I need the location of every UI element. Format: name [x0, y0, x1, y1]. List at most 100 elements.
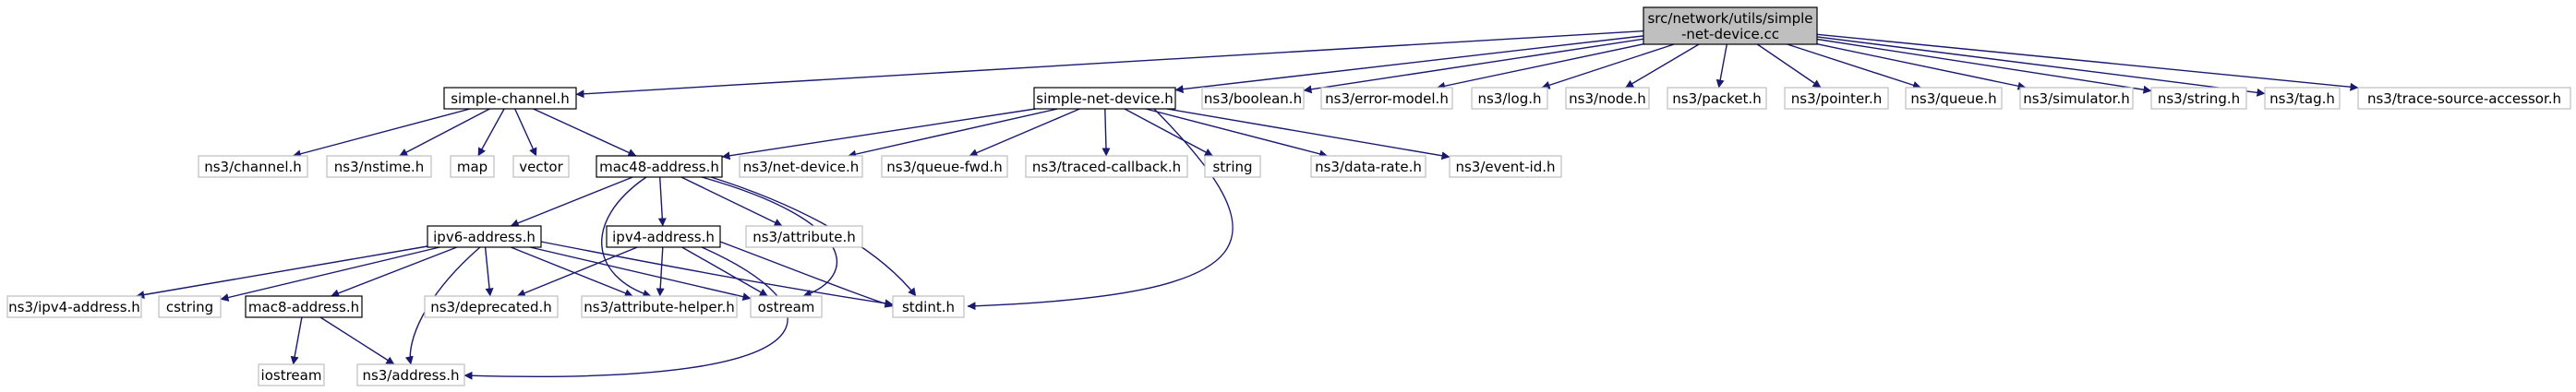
node-box	[2150, 87, 2247, 110]
node-label: ns3/pointer.h	[1791, 90, 1882, 107]
edge-ipv4-address-to-deprecated	[516, 246, 638, 297]
edge-mac48-address-to-attribute	[680, 176, 783, 227]
edge-simple-channel-to-map	[477, 108, 505, 157]
node-box	[1449, 155, 1562, 178]
node-root[interactable]: src/network/utils/simple-net-device.cc	[1643, 6, 1818, 45]
node-label: ns3/channel.h	[204, 159, 302, 175]
node-box	[750, 295, 823, 318]
node-label: ns3/attribute-helper.h	[584, 299, 734, 315]
edge-simple-net-device-to-mac48-address	[721, 108, 1036, 160]
edge-ipv6-address-to-address	[404, 246, 481, 365]
node-label: ns3/address.h	[362, 367, 459, 384]
node-label: map	[457, 159, 488, 175]
edge-mac48-address-to-ipv4-address	[657, 176, 667, 227]
node-deprecated: ns3/deprecated.h	[424, 295, 559, 318]
node-ipv6-address[interactable]: ipv6-address.h	[427, 225, 542, 248]
node-box	[1033, 87, 1176, 110]
node-log: ns3/log.h	[1471, 87, 1548, 110]
node-label: ns3/deprecated.h	[430, 299, 552, 315]
node-tag: ns3/tag.h	[2264, 87, 2341, 110]
node-trace-source-accessor: ns3/trace-source-accessor.h	[2357, 87, 2571, 110]
edge-mac8-address-to-iostream	[290, 316, 303, 365]
node-box	[450, 155, 495, 178]
edges-layer	[136, 30, 2359, 380]
edge-root-to-trace-source-accessor	[1816, 33, 2359, 91]
node-box	[198, 155, 308, 178]
node-label: mac8-address.h	[248, 299, 359, 315]
node-label: ipv4-address.h	[612, 229, 715, 245]
edge-root-to-log	[1541, 43, 1675, 89]
node-box	[2019, 87, 2134, 110]
node-box	[1784, 87, 1889, 110]
edge-root-to-tag	[1816, 36, 2266, 97]
node-label: ns3/event-id.h	[1455, 159, 1555, 175]
node-box	[424, 295, 559, 318]
edge-mac8-address-to-address	[319, 316, 395, 365]
node-label: ns3/nstime.h	[334, 159, 424, 175]
node-vector: vector	[512, 155, 570, 178]
node-string-h: ns3/string.h	[2150, 87, 2247, 110]
edge-ipv6-address-to-cstring	[220, 246, 440, 302]
node-label: ns3/string.h	[2158, 90, 2240, 107]
edge-root-to-pointer	[1756, 43, 1822, 89]
edge-ipv6-address-to-mac8-address	[331, 246, 458, 298]
node-box	[1471, 87, 1548, 110]
node-label: vector	[519, 159, 563, 175]
edge-simple-channel-to-mac48-address	[533, 108, 637, 157]
node-simple-net-device[interactable]: simple-net-device.h	[1033, 87, 1176, 110]
node-box	[245, 295, 363, 318]
node-event-id: ns3/event-id.h	[1449, 155, 1562, 178]
node-box	[596, 155, 723, 178]
node-box	[1025, 155, 1188, 178]
edge-simple-net-device-to-queue-fwd	[969, 108, 1080, 157]
edge-simple-net-device-to-event-id	[1166, 108, 1451, 160]
node-box	[1667, 87, 1767, 110]
node-box	[6, 295, 142, 318]
node-queue: ns3/queue.h	[1905, 87, 2003, 110]
node-string: string	[1204, 155, 1261, 178]
edge-root-to-simple-channel	[575, 30, 1644, 99]
node-box	[326, 155, 432, 178]
node-box	[1565, 87, 1650, 110]
edge-root-to-packet	[1715, 43, 1727, 89]
edge-ipv6-address-to-deprecated	[484, 246, 494, 297]
node-box	[258, 363, 325, 386]
node-node: ns3/node.h	[1565, 87, 1650, 110]
node-box	[512, 155, 570, 178]
node-channel: ns3/channel.h	[198, 155, 308, 178]
node-simple-channel[interactable]: simple-channel.h	[443, 87, 577, 110]
node-traced-callback: ns3/traced-callback.h	[1025, 155, 1188, 178]
node-nstime: ns3/nstime.h	[326, 155, 432, 178]
edge-root-to-simulator	[1816, 43, 2027, 90]
node-data-rate: ns3/data-rate.h	[1310, 155, 1426, 178]
node-box	[1905, 87, 2003, 110]
nodes-layer: src/network/utils/simple-net-device.cc si…	[6, 6, 2571, 386]
node-box	[443, 87, 577, 110]
node-box	[581, 295, 738, 318]
edge-ipv6-address-to-stdint	[540, 241, 894, 308]
node-box	[427, 225, 542, 248]
node-label: ns3/log.h	[1477, 90, 1541, 107]
node-label: ns3/ipv4-address.h	[8, 299, 140, 315]
node-label: ns3/packet.h	[1672, 90, 1761, 107]
node-box	[1201, 87, 1305, 110]
node-label: ns3/simulator.h	[2023, 90, 2130, 107]
node-box	[881, 155, 1008, 178]
edge-simple-net-device-to-traced-callback	[1101, 108, 1111, 157]
node-net-device: ns3/net-device.h	[739, 155, 863, 178]
node-label: simple-channel.h	[451, 90, 570, 107]
edge-ipv6-address-to-attribute-helper	[510, 246, 633, 297]
node-box	[1204, 155, 1261, 178]
edge-root-to-queue	[1787, 43, 1921, 89]
node-ipv4-address[interactable]: ipv4-address.h	[606, 225, 721, 248]
edge-simple-channel-to-nstime	[399, 108, 490, 157]
node-box	[892, 295, 965, 318]
edge-ipv4-address-to-stdint	[719, 241, 894, 308]
edge-mac48-address-to-attribute-helper	[601, 176, 652, 298]
node-ns3-ipv4-address: ns3/ipv4-address.h	[6, 295, 142, 318]
node-box	[2357, 87, 2571, 110]
node-address: ns3/address.h	[356, 363, 465, 386]
node-iostream: iostream	[258, 363, 325, 386]
node-mac48-address[interactable]: mac48-address.h	[596, 155, 723, 178]
node-mac8-address[interactable]: mac8-address.h	[245, 295, 363, 318]
